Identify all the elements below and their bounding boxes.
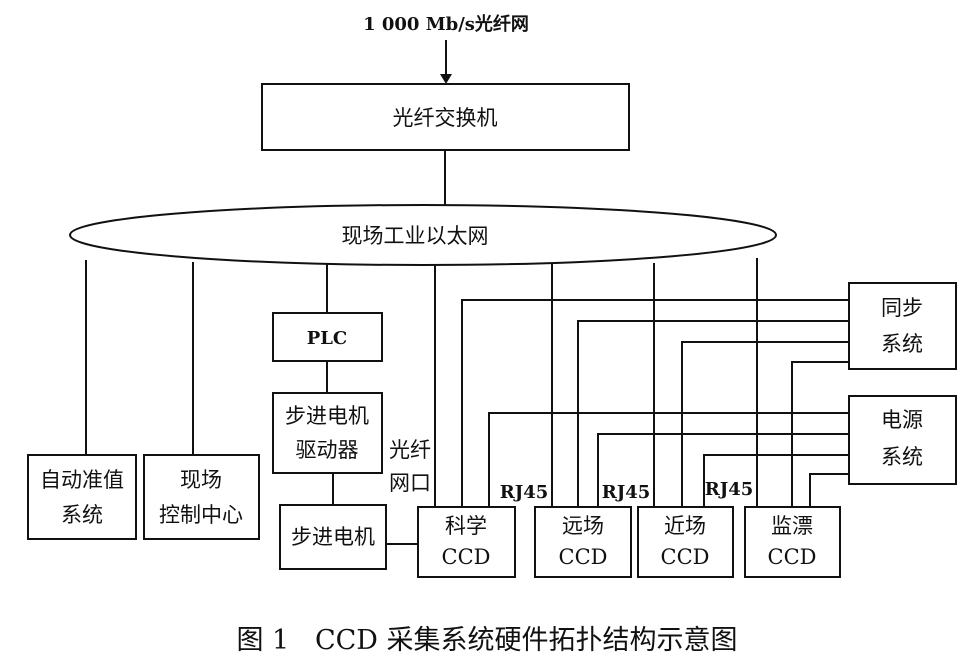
sync-system-box xyxy=(848,282,957,370)
auto-align-line2: 系统 xyxy=(61,503,103,527)
near-field-ccd-name: 近场 xyxy=(664,514,706,538)
rj45-label-1: RJ45 xyxy=(500,482,549,503)
fiber-port-line2: 网口 xyxy=(389,471,431,495)
fiber-arrow-head xyxy=(440,74,452,84)
near-field-ccd-box xyxy=(637,506,734,578)
fiber-port-line1: 光纤 xyxy=(389,438,431,462)
power-system-line1: 电源 xyxy=(881,408,923,432)
sync-link-near-field xyxy=(681,341,849,507)
plc-box xyxy=(272,312,383,362)
sync-system-line2: 系统 xyxy=(881,332,923,356)
power-system-box xyxy=(848,395,957,485)
figure-caption: 图 1 CCD 采集系统硬件拓扑结构示意图 xyxy=(236,625,737,656)
stepper-driver-line1: 步进电机 xyxy=(285,404,369,428)
industrial-ethernet-ellipse xyxy=(69,204,777,266)
science-ccd-box xyxy=(417,506,516,578)
power-link-drift xyxy=(809,473,849,507)
power-link-near-field xyxy=(703,454,849,507)
stepper-motor-box xyxy=(279,504,387,570)
sync-link-far-field xyxy=(577,320,849,507)
stepper-driver-box xyxy=(272,392,383,474)
auto-align-line1: 自动准值 xyxy=(40,468,124,492)
sync-system-line1: 同步 xyxy=(881,296,923,320)
control-center-line1: 现场 xyxy=(180,468,222,492)
rj45-label-2: RJ45 xyxy=(602,482,651,503)
power-link-far-field xyxy=(597,433,849,507)
rj45-label-3: RJ45 xyxy=(705,479,754,500)
power-system-line2: 系统 xyxy=(881,445,923,469)
industrial-ethernet-label: 现场工业以太网 xyxy=(342,224,489,248)
control-center-line2: 控制中心 xyxy=(159,503,243,527)
far-field-ccd-box xyxy=(534,506,632,578)
drift-ccd-box xyxy=(744,506,841,578)
control-center-box xyxy=(143,454,260,540)
science-ccd-name: 科学 xyxy=(445,514,487,538)
fiber-network-label: 1 000 Mb/s光纤网 xyxy=(363,13,529,35)
auto-align-system-box xyxy=(27,454,137,540)
near-field-ccd-type: CCD xyxy=(661,545,710,569)
stepper-driver-line2: 驱动器 xyxy=(296,438,359,462)
drift-ccd-type: CCD xyxy=(768,545,817,569)
power-link-science xyxy=(488,412,849,507)
plc-label: PLC xyxy=(307,328,348,349)
fiber-switch-label: 光纤交换机 xyxy=(393,106,498,130)
drift-ccd-name: 监漂 xyxy=(771,514,813,538)
science-ccd-type: CCD xyxy=(442,545,491,569)
far-field-ccd-type: CCD xyxy=(559,545,608,569)
sync-link-science xyxy=(461,299,849,507)
far-field-ccd-name: 远场 xyxy=(562,514,604,538)
stepper-motor-label: 步进电机 xyxy=(291,525,375,549)
sync-link-drift xyxy=(791,361,849,507)
